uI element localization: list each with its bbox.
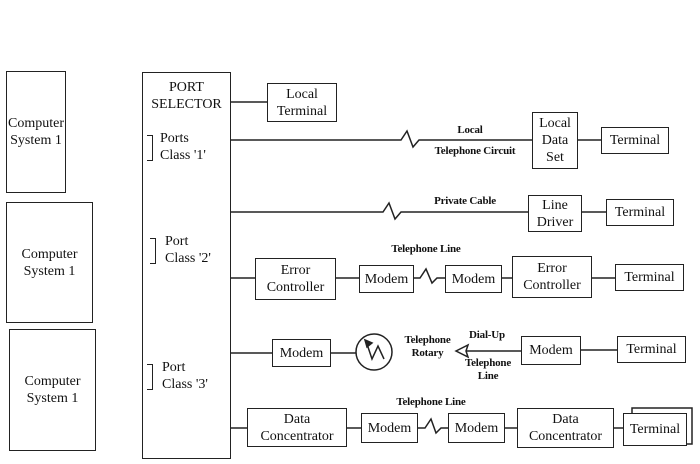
line-driver-box: Line Driver [528, 195, 582, 232]
data-concentrator-box-1: Data Concentrator [247, 408, 347, 447]
node-label: Data Concentrator [260, 411, 334, 444]
terminal-box-4: Terminal [617, 336, 686, 363]
class-label-line: Port [165, 234, 189, 249]
link-telephone-line-2 [417, 417, 448, 435]
rotary-label-line: Rotary [411, 347, 444, 359]
port-selector-title-line: PORT [169, 80, 204, 95]
error-controller-box-1: Error Controller [255, 258, 336, 300]
computer-system-label: Computer System 1 [21, 246, 78, 279]
computer-system-3: Computer System 1 [9, 329, 96, 451]
telephone-circuit-label: Telephone Circuit [434, 145, 516, 157]
class-label-line: Port [162, 360, 186, 375]
computer-system-label: Computer System 1 [24, 374, 81, 406]
node-label: Modem [451, 271, 496, 287]
terminal-box-1: Terminal [601, 127, 669, 154]
modem-box-3a: Modem [272, 339, 331, 367]
port-class-2-bracket [150, 238, 156, 264]
node-label: Error Controller [266, 263, 325, 295]
private-cable-label: Private Cable [434, 195, 496, 207]
node-label: Modem [364, 271, 409, 287]
dial-up-label: Dial-Up [469, 329, 505, 341]
node-label: Terminal [614, 205, 666, 220]
dial-up-telephone-line-label: Telephone Line [458, 357, 518, 383]
ports-class-1-label: Ports Class '1' [160, 130, 206, 164]
computer-system-2: Computer System 1 [6, 202, 93, 323]
link-local-telephone-circuit [230, 129, 532, 149]
error-controller-box-2: Error Controller [512, 256, 592, 298]
local-terminal-box: Local Terminal [267, 83, 337, 122]
local-link-label: Local [457, 124, 483, 136]
telephone-rotary-icon [355, 333, 393, 371]
telephone-line-label-1: Telephone Line [391, 243, 461, 255]
link-private-cable [230, 201, 528, 221]
class-label-line: Ports [160, 131, 189, 146]
node-label: Modem [367, 420, 412, 436]
node-label: Modem [454, 420, 499, 436]
telephone-line-label-2: Telephone Line [396, 396, 466, 408]
class-label-line: Class '3' [162, 377, 208, 392]
port-class-3-bracket [147, 364, 153, 390]
node-label: Modem [279, 345, 324, 361]
port-class-3-label: Port Class '3' [162, 359, 208, 393]
rotary-label-line: Telephone [404, 334, 451, 346]
computer-system-1: Computer System 1 [6, 71, 66, 193]
telephone-rotary-label: Telephone Rotary [395, 334, 460, 360]
dialup-label-line: Telephone [464, 357, 512, 369]
port-class-2-label: Port Class '2' [165, 233, 211, 267]
modem-box-2a: Modem [359, 265, 414, 293]
terminal-box-5: Terminal [623, 413, 687, 446]
terminal-box-2: Terminal [606, 199, 674, 226]
node-label: Error Controller [523, 261, 581, 293]
port-selector [142, 72, 231, 459]
node-label: Line Driver [536, 197, 574, 230]
port-selector-title-line: SELECTOR [151, 97, 222, 112]
modem-box-2b: Modem [445, 265, 502, 293]
class-label-line: Class '1' [160, 148, 206, 163]
node-label: Data Concentrator [528, 412, 603, 444]
node-label: Modem [529, 343, 573, 358]
computer-system-label: Computer System 1 [8, 116, 64, 148]
terminal-box-3: Terminal [615, 264, 684, 291]
node-label: Terminal [609, 133, 661, 148]
modem-box-3b: Modem [521, 336, 581, 365]
local-data-set-box: Local Data Set [532, 112, 578, 169]
link-telephone-line-1 [413, 267, 445, 285]
node-label: Terminal [629, 422, 681, 437]
class-label-line: Class '2' [165, 251, 211, 266]
port-selector-title: PORT SELECTOR [142, 79, 231, 113]
modem-box-4b: Modem [448, 413, 505, 443]
ports-class-1-bracket [147, 135, 153, 161]
node-label: Local Data Set [539, 116, 571, 165]
node-label: Terminal [624, 270, 675, 285]
data-concentrator-box-2: Data Concentrator [517, 408, 614, 448]
node-label: Local Terminal [276, 86, 328, 119]
node-label: Terminal [626, 342, 677, 357]
dialup-arrowhead [454, 343, 470, 359]
dialup-label-line: Line [477, 370, 499, 382]
modem-box-4a: Modem [361, 413, 418, 443]
